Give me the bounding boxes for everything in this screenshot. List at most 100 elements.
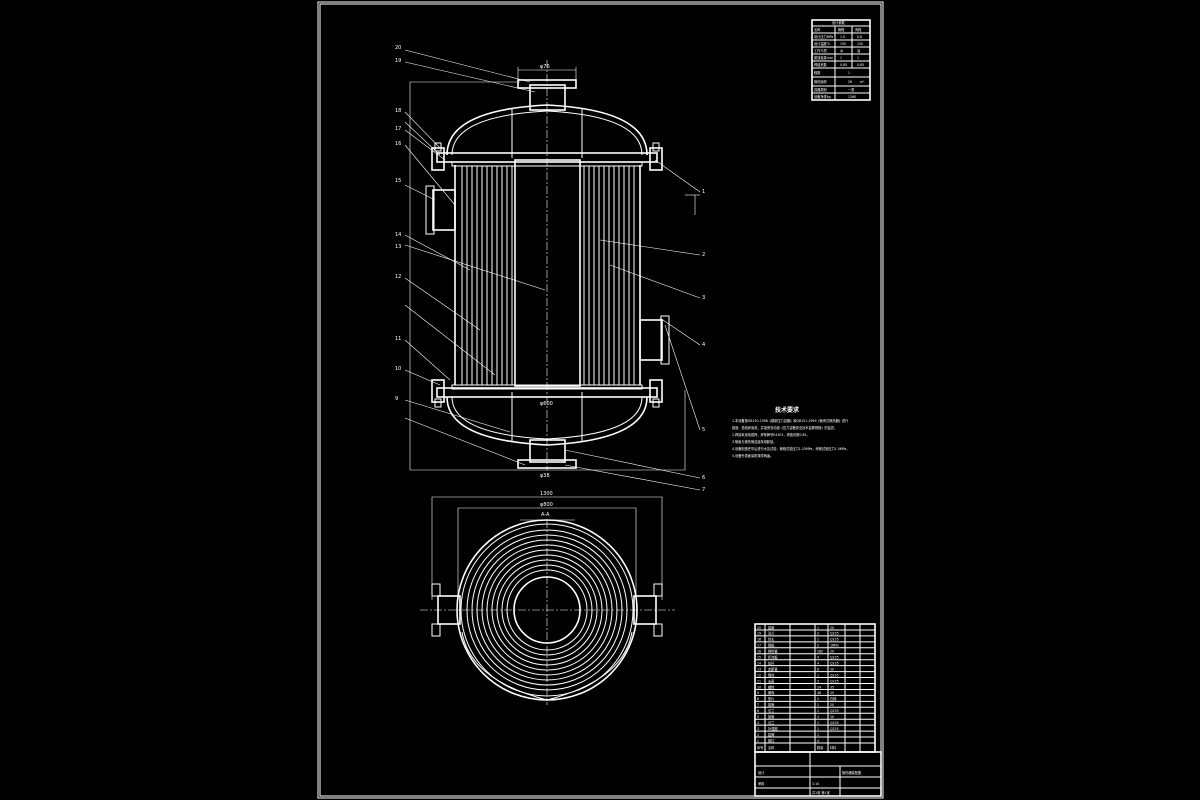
parts-cell: 法兰 <box>768 720 774 725</box>
tube-bundle-right <box>583 166 635 385</box>
checker-label: 审核 <box>758 781 765 786</box>
part-label-14: 14 <box>395 232 401 238</box>
parts-cell: 铭牌 <box>768 732 775 737</box>
part-label-10: 10 <box>395 366 401 372</box>
table-cell: 腐蚀裕量mm <box>814 55 833 60</box>
part-label-9: 9 <box>395 396 398 402</box>
parts-cell: 支座 <box>768 678 775 683</box>
part-label-13: 13 <box>395 244 401 250</box>
title-block: 换热器装配图 1:10 共1张 第1张 设计 审核 <box>754 751 882 797</box>
parts-cell: 16 <box>757 650 761 654</box>
parts-cell: 4 <box>817 656 819 660</box>
table-cell: 一类 <box>848 87 855 92</box>
parts-header-cell: 名称 <box>768 745 775 750</box>
parts-cell: 20 <box>830 715 834 719</box>
parts-cell: 18 <box>757 638 761 642</box>
table-cell: 焊缝系数 <box>814 62 828 67</box>
parts-cell: Q235 <box>830 679 839 683</box>
parts-cell: 法兰 <box>768 631 774 636</box>
parts-cell: 3 <box>757 727 759 731</box>
part-label-16: 16 <box>395 141 401 147</box>
parts-cell: Q235 <box>830 632 839 636</box>
note-line: 2.焊接采用电弧焊，焊条牌号E4303，焊缝系数0.85。 <box>732 432 810 437</box>
parts-cell: 25 <box>830 691 834 695</box>
sheet-border-inner <box>319 3 882 797</box>
parts-cell: 12 <box>757 673 761 677</box>
parts-header-cell: 序号 <box>757 745 763 750</box>
dim-top-nozzle: φ76 <box>540 64 550 70</box>
table-cell: 设备净重kg <box>814 94 831 99</box>
parts-cell: 螺母 <box>768 690 774 695</box>
part-label-5: 5 <box>702 427 705 433</box>
parts-cell: 6 <box>757 709 759 713</box>
parts-cell: 13 <box>757 667 761 671</box>
table-cell: 0.8 <box>857 35 862 39</box>
note-line: 5.设备外表面涂防锈漆两遍。 <box>732 453 773 458</box>
parts-cell: 补强圈 <box>768 726 778 731</box>
parts-cell: 9 <box>757 691 759 695</box>
parts-cell: 20 <box>830 703 834 707</box>
plan-dim-inner: A-A <box>541 512 550 518</box>
note-line: 3.管板与换热管连接采用胀接。 <box>732 439 776 444</box>
plan-view: 1300 φ800 A-A <box>420 491 675 705</box>
table-cell: 1.0 <box>840 35 845 39</box>
parts-cell: 19 <box>757 632 761 636</box>
parts-cell: 20 <box>830 626 834 630</box>
table-cell: 程数 <box>814 70 821 75</box>
part-label-17: 17 <box>395 126 401 132</box>
parts-cell: Q235 <box>830 709 839 713</box>
parts-cell: 1 <box>817 721 819 725</box>
part-label-11: 11 <box>395 336 401 342</box>
parts-cell: 2 <box>817 679 819 683</box>
parts-cell: 20 <box>757 626 761 630</box>
table-cell: 名称 <box>814 27 821 32</box>
part-label-20: 20 <box>395 45 401 51</box>
table-cell: 工作介质 <box>814 48 828 53</box>
table-cell: 管程 <box>838 27 845 32</box>
table-cell: 换热面积 <box>814 79 828 84</box>
table-cell: 1260 <box>848 95 856 99</box>
parts-cell: 8 <box>757 697 759 701</box>
parts-cell: 垫片 <box>768 696 774 701</box>
table-cell: m² <box>860 80 865 84</box>
parts-cell: 1 <box>817 709 819 713</box>
dim-bottom-nozzle: φ38 <box>540 473 550 479</box>
dim-shell: φ600 <box>540 401 553 407</box>
table-cell: 1 <box>857 56 859 60</box>
parts-cell: 接管 <box>768 702 774 707</box>
note-line: 制造、检验和验收，并接受劳动部《压力容器安全技术监察规程》的监督。 <box>732 425 837 430</box>
parts-cell: 定距管 <box>768 666 778 671</box>
parts-cell: 2 <box>757 733 759 737</box>
design-param-table: 设计参数 名称 管程 壳程 设计压力MPa 1.0 0.8 设计温度℃ 150 … <box>811 19 871 101</box>
parts-cell: 螺栓 <box>768 684 775 689</box>
note-line: 4.设备制造完毕后进行水压试验，管程试验压力1.25MPa，壳程试验压力1.0M… <box>732 446 849 451</box>
table-cell: 150 <box>840 42 846 46</box>
parts-cell: 1 <box>817 733 819 737</box>
notes-title: 技术要求 <box>775 406 800 414</box>
vessel-elevation: φ76 <box>395 45 705 493</box>
parts-cell: 7 <box>757 703 759 707</box>
table-cell: 设计压力MPa <box>814 34 833 39</box>
parts-cell: 15 <box>757 656 761 660</box>
parts-cell: 封头 <box>768 637 775 642</box>
part-label-19: 19 <box>395 58 401 64</box>
parts-cell: 8 <box>817 667 819 671</box>
part-label-7: 7 <box>702 487 705 493</box>
parts-cell: 1 <box>817 626 819 630</box>
parts-cell: Q235 <box>830 638 839 642</box>
table-cell: 壳程 <box>855 27 862 32</box>
table-cell: 26 <box>848 80 852 84</box>
part-label-15: 15 <box>395 178 401 184</box>
parts-cell: 11 <box>757 679 761 683</box>
parts-cell: Q235 <box>830 727 839 731</box>
plan-dim-outer: 1300 <box>540 491 553 497</box>
part-label-18: 18 <box>395 108 401 114</box>
table-cell: 0.85 <box>840 63 847 67</box>
design-table-title: 设计参数 <box>832 20 846 25</box>
parts-cell: 4 <box>817 661 819 665</box>
parts-cell: 1 <box>817 638 819 642</box>
table-cell: 油 <box>857 48 860 53</box>
table-cell: 容器类别 <box>814 87 827 92</box>
